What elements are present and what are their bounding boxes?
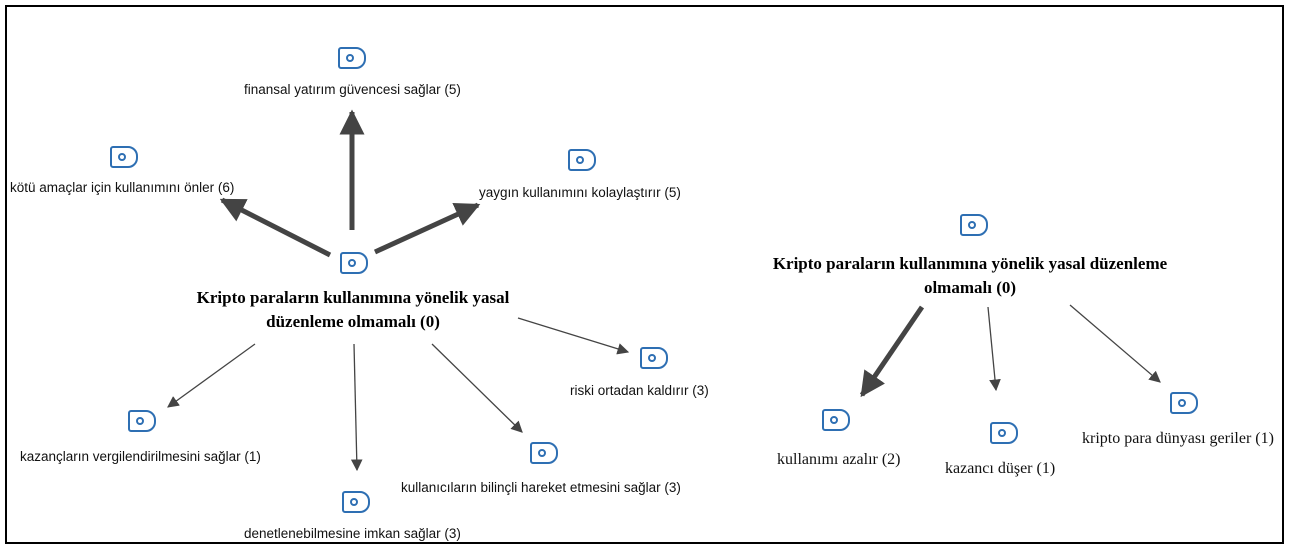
edge-kazanci-duser [987,306,1001,392]
node-label-finansal: finansal yatırım güvencesi sağlar (5) [244,82,461,97]
code-icon [338,47,366,69]
edge-kotu [219,197,332,258]
node-label-kullanimi: kullanımı azalır (2) [777,451,901,468]
code-icon [822,409,850,431]
edge-yaygin [373,202,481,255]
edge-kazanclarin [167,343,256,408]
diagram-frame [5,5,1284,544]
edge-riski [517,317,630,355]
code-icon [640,347,668,369]
center-label-left: Kripto paraların kullanımına yönelik yas… [196,288,510,331]
edge-kripto-geriler [1069,304,1161,383]
code-icon [342,491,370,513]
code-icon [1170,392,1198,414]
edge-kullanimi-azalir [859,305,925,398]
edge-kullanicilarin [431,343,523,433]
node-label-denetlenebilmesi: denetlenebilmesine imkan sağlar (3) [244,526,461,541]
node-label-kripto-geriler: kripto para dünyası geriler (1) [1082,430,1274,447]
center-label-right: Kripto paraların kullanımına yönelik yas… [772,254,1168,297]
code-icon [128,410,156,432]
code-icon [530,442,558,464]
code-icon [340,252,368,274]
node-label-kazanclarin: kazançların vergilendirilmesini sağlar (… [20,449,261,464]
code-icon [568,149,596,171]
node-label-kullanicilarin: kullanıcıların bilinçli hareket etmesini… [401,480,681,495]
edge-denetlenebilmesi [350,343,363,472]
code-icon [990,422,1018,444]
node-label-yaygin: yaygın kullanımını kolaylaştırır (5) [479,185,681,200]
node-label-kazanci: kazancı düşer (1) [945,460,1056,477]
code-icon [110,146,138,168]
node-label-kotu: kötü amaçlar için kullanımını önler (6) [10,180,235,195]
code-icon [960,214,988,236]
node-label-riski: riski ortadan kaldırır (3) [570,383,709,398]
